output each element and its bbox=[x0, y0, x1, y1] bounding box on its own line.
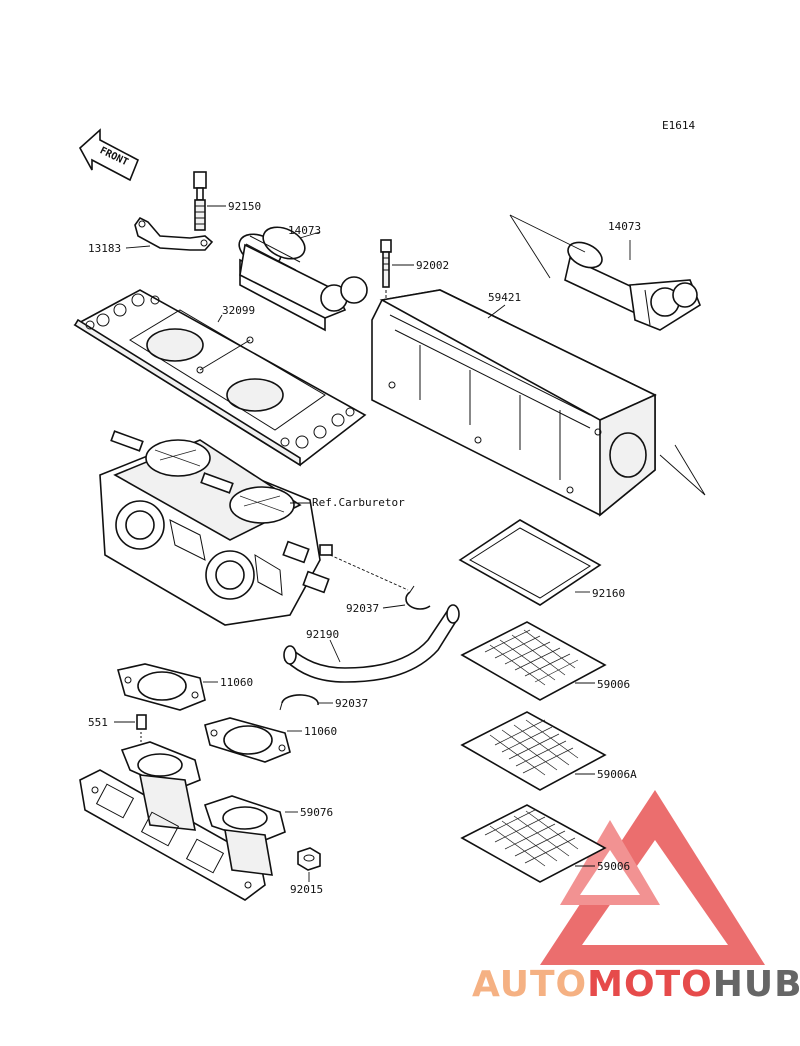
part-label-32099: 32099 bbox=[222, 304, 255, 317]
part-label-59006-lower: 59006 bbox=[597, 860, 630, 873]
nut-92015-drawing bbox=[297, 847, 321, 871]
part-label-551: 551 bbox=[88, 716, 108, 729]
intake-tube-14073-left-drawing bbox=[238, 226, 368, 332]
part-label-92190: 92190 bbox=[306, 628, 339, 641]
air-box-59421-drawing bbox=[371, 289, 657, 517]
watermark-logo bbox=[540, 790, 765, 965]
screen-59006-upper-drawing bbox=[460, 621, 607, 701]
screen-59006-lower-drawing bbox=[460, 804, 607, 883]
part-label-92160: 92160 bbox=[592, 587, 625, 600]
watermark-word-moto: MOTO bbox=[587, 964, 713, 1005]
intake-tube-14073-right-drawing bbox=[564, 241, 701, 331]
part-label-92037-upper: 92037 bbox=[346, 602, 379, 615]
watermark-word-hub: HUB bbox=[713, 964, 800, 1005]
clamp-92037-upper-drawing bbox=[405, 585, 431, 610]
part-label-92015: 92015 bbox=[290, 883, 323, 896]
part-label-ref-carburetor: Ref.Carburetor bbox=[312, 496, 405, 509]
part-label-59006A: 59006A bbox=[597, 768, 637, 781]
bolt-92150-drawing bbox=[193, 171, 207, 231]
part-label-59076: 59076 bbox=[300, 806, 333, 819]
part-label-14073-right: 14073 bbox=[608, 220, 641, 233]
part-label-13183: 13183 bbox=[88, 242, 121, 255]
part-label-92037-lower: 92037 bbox=[335, 697, 368, 710]
gasket-92160-drawing bbox=[458, 519, 602, 606]
part-label-14073-left: 14073 bbox=[288, 224, 321, 237]
watermark-triangle-inner bbox=[582, 840, 728, 945]
part-label-59006-upper: 59006 bbox=[597, 678, 630, 691]
clamp-92037-lower-drawing bbox=[279, 694, 319, 711]
gasket-11060-lower-drawing bbox=[204, 717, 291, 763]
gasket-11060-upper-drawing bbox=[117, 663, 206, 711]
part-label-11060-lower: 11060 bbox=[304, 725, 337, 738]
svg-text:AUTOMOTOHUB: AUTOMOTOHUB bbox=[472, 964, 800, 1005]
diagram-code: E1614 bbox=[662, 119, 695, 132]
watermark-text: AUTOMOTOHUB bbox=[472, 964, 800, 1005]
part-label-92150: 92150 bbox=[228, 200, 261, 213]
part-label-11060-upper: 11060 bbox=[220, 676, 253, 689]
watermark-triangle-small-inner bbox=[580, 850, 640, 895]
watermark-word-auto: AUTO bbox=[472, 964, 587, 1005]
front-direction-arrow: FRONT bbox=[78, 128, 140, 182]
intake-manifold-59076-drawing bbox=[79, 741, 286, 901]
part-label-92002: 92002 bbox=[416, 259, 449, 272]
hose-92190-drawing bbox=[283, 604, 460, 683]
gasket-32099-drawing bbox=[73, 289, 367, 467]
pin-551-drawing bbox=[136, 714, 147, 750]
part-label-59421: 59421 bbox=[488, 291, 521, 304]
screen-59006A-drawing bbox=[460, 711, 607, 791]
bracket-13183-drawing bbox=[134, 216, 214, 251]
carburetor-assembly-drawing bbox=[99, 430, 333, 626]
